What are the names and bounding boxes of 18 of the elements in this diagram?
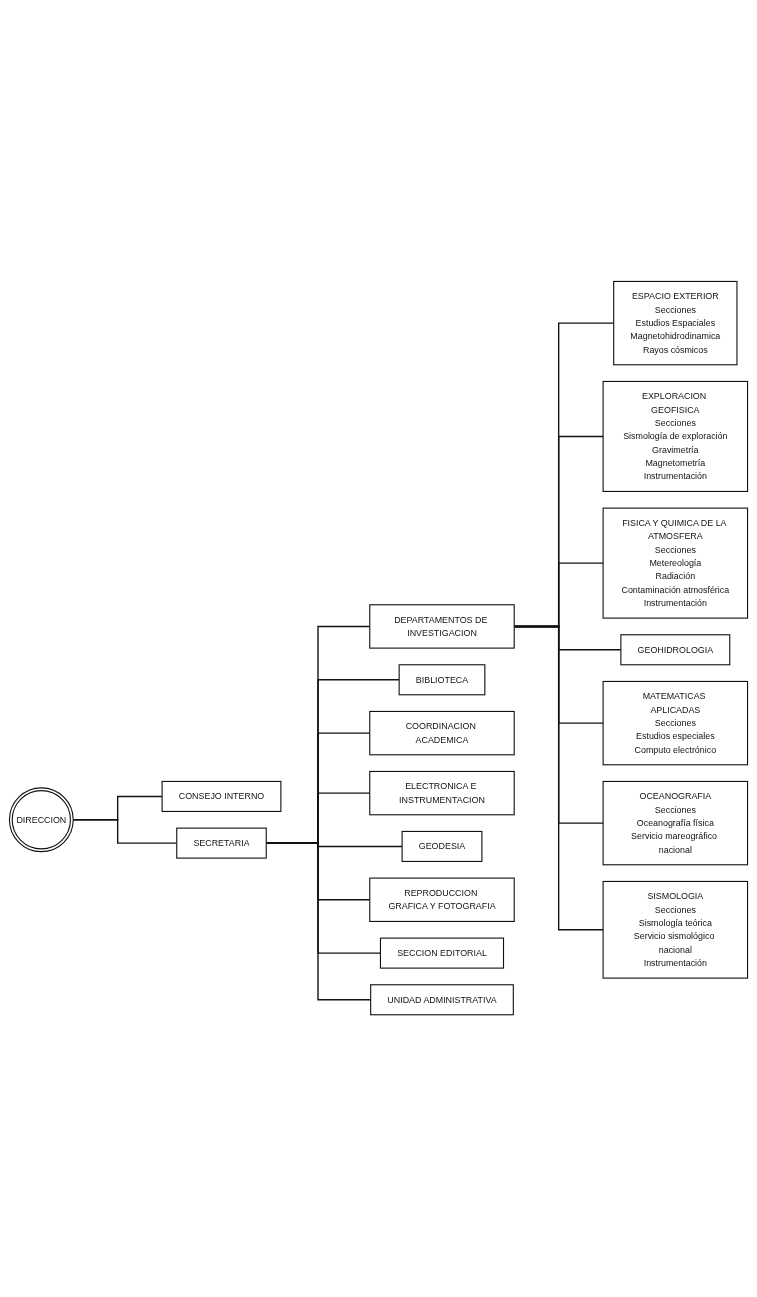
node-box: OCEANOGRAFIA Secciones Oceanografía física Servicio mareográfico nacional — [602, 781, 749, 866]
node-box: EXPLORACION GEOFISICA Secciones Sismología de exploración Gravimetría Magnetometría Instrumentación — [602, 381, 749, 493]
node-box: SISMOLOGIA Secciones Sismología teórica Servicio sismológico nacional Instrumentación — [602, 881, 749, 980]
node-box: REPRODUCCION GRAFICA Y FOTOGRAFIA — [369, 877, 515, 923]
node-box: CONSEJO INTERNO — [161, 781, 282, 813]
node-box: MATEMATICAS APLICADAS Secciones Estudios especiales Computo electrónico — [602, 681, 749, 766]
node-box: SECRETARIA — [176, 827, 267, 860]
node-box: DEPARTAMENTOS DE INVESTIGACION — [369, 604, 515, 650]
node-box: FISICA Y QUIMICA DE LA ATMOSFERA Secciones Metereología Radiación Contaminación atmosférica Instrumentación — [602, 507, 749, 620]
node-box: ESPACIO EXTERIOR Secciones Estudios Espaciales Magnetohidrodinamica Rayos cósmicos — [613, 281, 738, 366]
node-box: GEODESIA — [401, 831, 483, 863]
node-box: ELECTRONICA E INSTRUMENTACION — [369, 771, 515, 816]
node-box: GEOHIDROLOGIA — [620, 634, 731, 666]
connector — [265, 842, 372, 1001]
node-box: COORDINACION ACADEMICA — [369, 711, 515, 756]
node-box: BIBLIOTECA — [398, 664, 486, 696]
node-box: UNIDAD ADMINISTRATIVA — [370, 984, 514, 1016]
node-box: SECCION EDITORIAL — [379, 937, 505, 970]
